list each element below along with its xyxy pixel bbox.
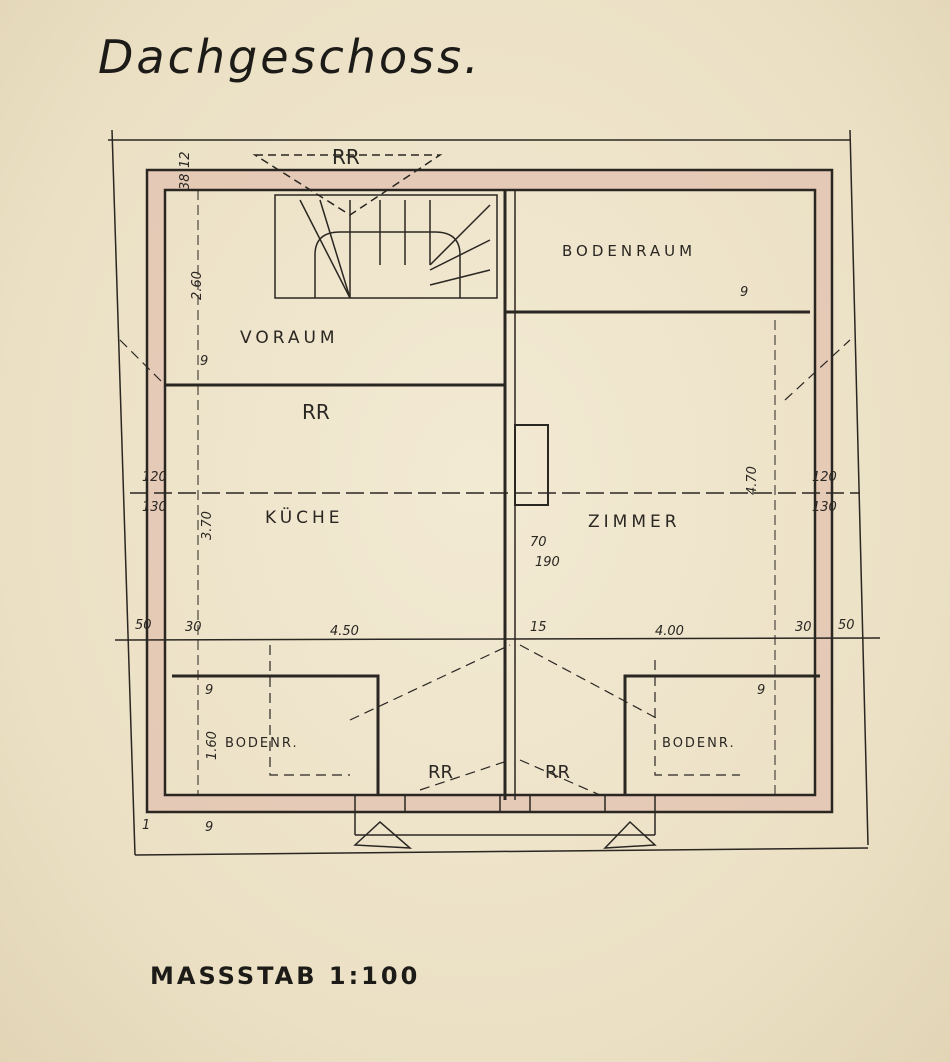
dim-door-70: 70	[530, 535, 547, 550]
dim-right-130: 130	[812, 500, 837, 515]
dim-top-left-b: 38	[178, 173, 193, 190]
room-label-kueche: KÜCHE	[265, 508, 344, 528]
dim-kueche-width: 4.50	[330, 624, 359, 639]
page-title: Dachgeschoss.	[98, 30, 482, 84]
staircase	[252, 154, 498, 299]
room-label-bodenr-right: BODENR.	[662, 736, 736, 751]
dim-left-30: 30	[185, 620, 202, 635]
dim-right-120: 120	[812, 470, 837, 485]
dim-bodenr-depth: 1.60	[205, 731, 220, 760]
dim-zimmer-depth: 4.70	[745, 466, 760, 495]
dim-left-130: 130	[142, 500, 167, 515]
dim-one: 1	[142, 818, 151, 833]
dim-nine-b: 9	[740, 285, 749, 300]
room-label-bodenr-left: BODENR.	[225, 736, 299, 751]
dim-door-190: 190	[535, 555, 560, 570]
mark-rr-bottom-right: RR	[545, 762, 571, 783]
dim-nine-d: 9	[757, 683, 766, 698]
dim-nine-a: 9	[200, 354, 209, 369]
room-label-bodenraum: BODENRAUM	[562, 242, 697, 260]
mark-rr-voraum: RR	[302, 400, 330, 424]
dim-partition-15: 15	[530, 620, 547, 635]
room-label-zimmer: ZIMMER	[588, 512, 681, 532]
dim-kueche-depth: 3.70	[200, 511, 215, 540]
mark-rr-bottom-left: RR	[428, 762, 454, 783]
dim-left-120: 120	[142, 470, 167, 485]
dim-left-50: 50	[135, 618, 152, 633]
dim-right-30: 30	[795, 620, 812, 635]
scale-label: MASSSTAB 1:100	[150, 962, 421, 990]
dim-nine-e: 9	[205, 820, 214, 835]
dim-zimmer-width: 4.00	[655, 624, 684, 639]
dimension-lines	[108, 129, 881, 856]
mark-rr-top: RR	[332, 145, 360, 169]
dim-nine-c: 9	[205, 683, 214, 698]
bottom-windows	[353, 794, 657, 849]
dim-right-50: 50	[838, 618, 855, 633]
roof-slope-lines	[119, 339, 851, 796]
interior-walls	[165, 190, 820, 800]
room-label-voraum: VORAUM	[240, 328, 339, 348]
dim-stair-height: 2.60	[190, 271, 205, 300]
dim-top-left-a: 12	[178, 151, 193, 168]
outer-wall	[145, 168, 834, 814]
